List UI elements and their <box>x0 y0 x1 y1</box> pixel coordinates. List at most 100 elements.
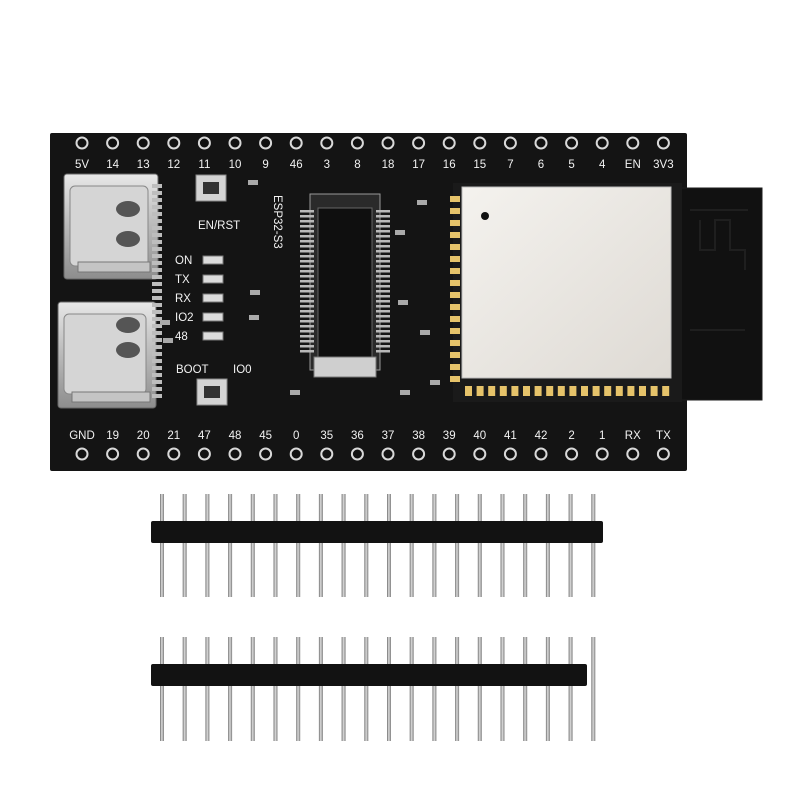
pin-hole <box>473 447 487 461</box>
pin-hole <box>473 136 487 150</box>
pin-label: 9 <box>262 159 268 171</box>
pin-label: 1 <box>599 430 605 442</box>
pin-hole <box>320 447 334 461</box>
pin-hole <box>534 136 548 150</box>
pin-hole <box>412 136 426 150</box>
pin-label: 7 <box>507 159 513 171</box>
pin-hole <box>503 136 517 150</box>
pin-hole <box>197 447 211 461</box>
reset-label: EN/RST <box>198 220 240 232</box>
header-pin <box>409 494 414 597</box>
pin-hole <box>197 136 211 150</box>
pin-hole <box>595 136 609 150</box>
pin-label: 2 <box>568 430 574 442</box>
header-pin <box>296 637 301 741</box>
camera-connector <box>300 193 390 378</box>
pin-hole <box>626 447 640 461</box>
pin-hole <box>503 447 517 461</box>
led <box>202 293 224 303</box>
pin-label: 42 <box>535 430 548 442</box>
pin-hole <box>228 447 242 461</box>
pin-label: 20 <box>137 430 150 442</box>
pin-hole <box>565 447 579 461</box>
pin-hole <box>350 447 364 461</box>
header-pin <box>273 494 278 597</box>
pin-hole <box>289 136 303 150</box>
pin-hole <box>350 136 364 150</box>
reset-button <box>195 174 227 202</box>
header-pin <box>545 637 550 741</box>
top-pin-holes <box>75 136 670 150</box>
header-pin <box>341 637 346 741</box>
header-pin <box>568 637 573 741</box>
pin-hole <box>289 447 303 461</box>
header-pin <box>387 494 391 597</box>
pin-hole <box>228 136 242 150</box>
header-pin <box>432 494 437 597</box>
antenna-area <box>675 187 763 401</box>
pin-hole <box>136 136 150 150</box>
pin-label: 11 <box>198 159 210 171</box>
header-pin <box>205 494 210 597</box>
pin-hole <box>259 136 273 150</box>
pin-hole <box>442 136 456 150</box>
header-pin <box>364 637 369 741</box>
header-pin <box>591 494 596 597</box>
header-pin <box>364 494 369 597</box>
header-pin <box>182 637 187 741</box>
pin-hole <box>565 136 579 150</box>
header-pin <box>523 637 528 741</box>
pin-hole <box>381 447 395 461</box>
pin-hole <box>167 136 181 150</box>
pin-label: 37 <box>382 430 395 442</box>
pin-header-bottom <box>151 637 596 741</box>
pin-label: RX <box>625 430 641 442</box>
pin-hole <box>259 447 273 461</box>
boot-label: BOOT <box>176 364 209 376</box>
led-label: TX <box>175 274 190 286</box>
pin-label: EN <box>625 159 641 171</box>
pin-label: 19 <box>106 430 119 442</box>
antenna-trace <box>690 209 748 331</box>
pin-label: 13 <box>137 159 150 171</box>
smd-components <box>160 180 440 395</box>
usb-pads <box>152 184 162 398</box>
header-pin <box>250 637 255 741</box>
header-pin <box>296 494 301 597</box>
pin-label: 12 <box>167 159 180 171</box>
pin-hole <box>106 447 120 461</box>
pin-label: 48 <box>229 430 242 442</box>
led-label: RX <box>175 293 191 305</box>
boot-button <box>196 378 228 406</box>
header-pin <box>205 637 210 741</box>
pin-hole <box>381 136 395 150</box>
board-title: ESP32-S3 <box>271 195 283 249</box>
pin-label: 6 <box>538 159 544 171</box>
pin-label: 0 <box>293 430 299 442</box>
header-pin <box>523 494 528 597</box>
esp32-module <box>450 183 682 402</box>
header-pin <box>273 637 278 741</box>
io0-label: IO0 <box>233 364 252 376</box>
header-pin <box>228 494 233 597</box>
led <box>202 312 224 322</box>
pin-label: TX <box>656 430 671 442</box>
usb-c-connector-top <box>63 173 159 280</box>
header-pin <box>160 637 164 741</box>
usb-c-connector-bottom <box>57 301 157 409</box>
pin-label: 5 <box>568 159 574 171</box>
pin-label: 35 <box>320 430 333 442</box>
header-pin <box>182 494 187 597</box>
pin-label: 18 <box>382 159 395 171</box>
pin-label: 46 <box>290 159 303 171</box>
pin-hole <box>442 447 456 461</box>
header-pin <box>477 637 482 741</box>
led-label: IO2 <box>175 312 194 324</box>
pin-hole <box>626 136 640 150</box>
pin-label: GND <box>69 430 95 442</box>
pin-label: 45 <box>259 430 272 442</box>
pin-hole <box>136 447 150 461</box>
